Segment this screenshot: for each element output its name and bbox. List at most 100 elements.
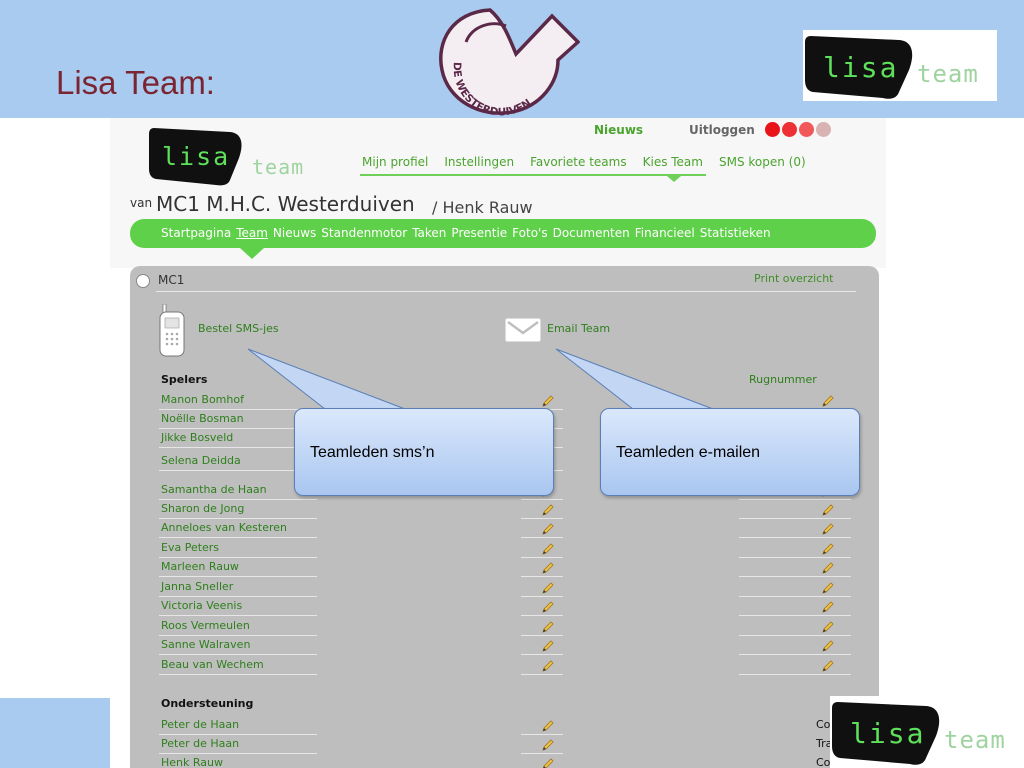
row-divider [739, 654, 851, 655]
players-header: Spelers [161, 373, 208, 386]
nav-statistieken[interactable]: Statistieken [699, 226, 771, 240]
nav-standenmotor[interactable]: Standenmotor [321, 226, 408, 240]
svg-text:lisa: lisa [162, 142, 230, 171]
support-name[interactable]: Peter de Haan [161, 737, 240, 750]
player-name[interactable]: Selena Deidda [161, 454, 241, 467]
player-name[interactable]: Jikke Bosveld [161, 431, 234, 444]
row-divider [159, 576, 317, 577]
phone-icon[interactable] [159, 303, 185, 362]
subnav-mijn-profiel[interactable]: Mijn profiel [362, 155, 429, 169]
subnav-instellingen[interactable]: Instellingen [444, 155, 515, 169]
order-sms-link[interactable]: Bestel SMS-jes [198, 322, 279, 335]
edit-number-pencil-icon[interactable] [821, 560, 835, 579]
player-name[interactable]: Sanne Walraven [161, 638, 251, 651]
row-divider [159, 734, 317, 735]
player-name[interactable]: Eva Peters [161, 541, 220, 554]
player-name[interactable]: Janna Sneller [161, 580, 234, 593]
logout-link[interactable]: Uitloggen [689, 123, 755, 137]
edit-pencil-icon[interactable] [541, 393, 555, 412]
player-row: Sanne Walraven [159, 636, 881, 655]
support-name[interactable]: Henk Rauw [161, 756, 223, 768]
nav-documenten[interactable]: Documenten [552, 226, 630, 240]
edit-pencil-icon[interactable] [541, 718, 555, 737]
nav-team[interactable]: Team [236, 226, 268, 240]
status-dot [816, 122, 831, 137]
team-radio[interactable] [136, 274, 150, 288]
edit-number-pencil-icon[interactable] [821, 521, 835, 540]
edit-pencil-icon[interactable] [541, 638, 555, 657]
edit-number-pencil-icon[interactable] [821, 393, 835, 412]
edit-number-pencil-icon[interactable] [821, 502, 835, 521]
mainnav-indicator [240, 248, 264, 259]
nav-startpagina[interactable]: Startpagina [161, 226, 232, 240]
nav-presentie[interactable]: Presentie [451, 226, 508, 240]
player-name[interactable]: Anneloes van Kesteren [161, 521, 288, 534]
row-divider [521, 753, 563, 754]
row-divider [159, 615, 317, 616]
edit-pencil-icon[interactable] [541, 502, 555, 521]
edit-number-pencil-icon[interactable] [821, 658, 835, 677]
nav-fotos[interactable]: Foto's [512, 226, 548, 240]
edit-pencil-icon[interactable] [541, 756, 555, 768]
shirt-number-header: Rugnummer [749, 373, 817, 386]
edit-number-pencil-icon[interactable] [821, 599, 835, 618]
news-link[interactable]: Nieuws [594, 123, 644, 137]
edit-pencil-icon[interactable] [541, 521, 555, 540]
row-divider [739, 499, 851, 500]
player-name[interactable]: Sharon de Jong [161, 502, 245, 515]
panel-divider [156, 291, 856, 292]
nav-taken[interactable]: Taken [412, 226, 447, 240]
edit-number-pencil-icon[interactable] [821, 619, 835, 638]
club-logo: DE WESTERDUIVEN [432, 2, 581, 118]
website-screenshot: lisa team Nieuws Uitloggen Mijn profiel … [110, 118, 886, 768]
edit-pencil-icon[interactable] [541, 560, 555, 579]
row-divider [159, 635, 317, 636]
edit-number-pencil-icon[interactable] [821, 638, 835, 657]
envelope-icon[interactable] [505, 318, 541, 346]
player-name[interactable]: Samantha de Haan [161, 483, 267, 496]
nav-financieel[interactable]: Financieel [634, 226, 695, 240]
email-callout-text: Teamleden e-mailen [616, 444, 761, 461]
email-team-link[interactable]: Email Team [547, 322, 611, 335]
subnav-kies-team[interactable]: Kies Team [642, 155, 703, 169]
player-name[interactable]: Victoria Veenis [161, 599, 243, 612]
row-divider [159, 674, 317, 675]
row-divider [739, 615, 851, 616]
svg-text:team: team [252, 155, 304, 179]
row-divider [159, 557, 317, 558]
email-callout: Teamleden e-mailen [600, 408, 860, 496]
site-logo[interactable]: lisa team [148, 124, 328, 192]
edit-number-pencil-icon[interactable] [821, 541, 835, 560]
svg-text:team: team [917, 60, 979, 88]
edit-number-pencil-icon[interactable] [821, 580, 835, 599]
svg-text:lisa: lisa [823, 51, 898, 84]
player-name[interactable]: Beau van Wechem [161, 658, 264, 671]
nav-nieuws[interactable]: Nieuws [272, 226, 317, 240]
edit-pencil-icon[interactable] [541, 619, 555, 638]
edit-pencil-icon[interactable] [541, 541, 555, 560]
player-name[interactable]: Roos Vermeulen [161, 619, 250, 632]
row-divider [159, 596, 317, 597]
row-divider [521, 537, 563, 538]
row-divider [739, 674, 851, 675]
row-divider [739, 557, 851, 558]
edit-pencil-icon[interactable] [541, 658, 555, 677]
edit-pencil-icon[interactable] [541, 599, 555, 618]
status-dot [765, 122, 780, 137]
row-divider [521, 615, 563, 616]
subnav-favoriete-teams[interactable]: Favoriete teams [530, 155, 627, 169]
player-name[interactable]: Noëlle Bosman [161, 412, 244, 425]
row-divider [739, 518, 851, 519]
edit-pencil-icon[interactable] [541, 737, 555, 756]
row-divider [159, 518, 317, 519]
player-name[interactable]: Manon Bomhof [161, 393, 244, 406]
support-name[interactable]: Peter de Haan [161, 718, 240, 731]
support-role: Co [816, 718, 831, 731]
edit-pencil-icon[interactable] [541, 580, 555, 599]
lisa-team-logo-top: lisa team [803, 30, 997, 101]
print-overview-link[interactable]: Print overzicht [754, 272, 834, 285]
subnav-sms-kopen[interactable]: SMS kopen (0) [718, 155, 806, 169]
player-row: Marleen Rauw [159, 558, 881, 577]
player-name[interactable]: Marleen Rauw [161, 560, 239, 573]
